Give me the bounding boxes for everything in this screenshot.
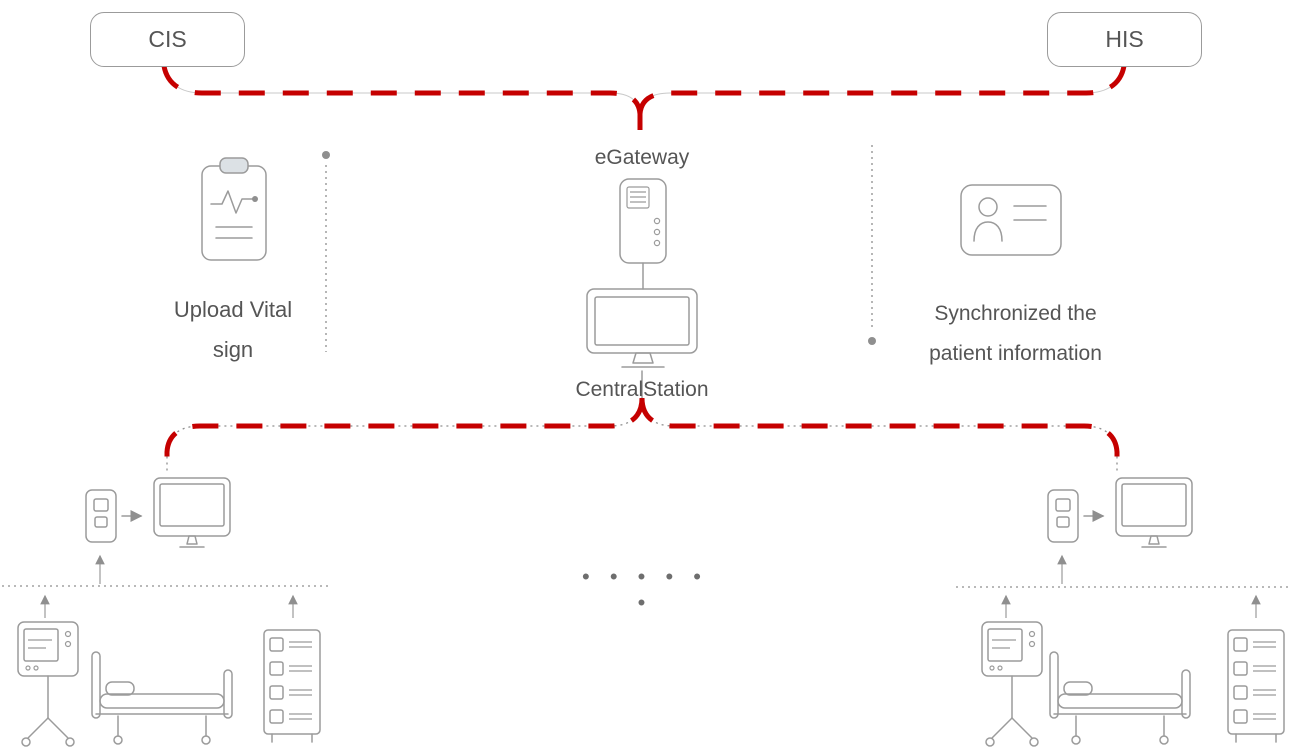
upload-vital-line1: Upload Vital <box>173 297 293 322</box>
infusion-pump-stack-icon <box>1227 629 1285 743</box>
cis-label: CIS <box>148 26 187 52</box>
bedside-monitor-icon <box>1115 477 1193 548</box>
sync-line2: patient information <box>929 342 1102 365</box>
bedside-monitor-icon <box>153 477 231 548</box>
telemetry-transmitter-icon <box>1047 489 1079 543</box>
top-connector <box>161 65 1127 132</box>
his-label: HIS <box>1105 26 1144 52</box>
ventilator-icon <box>17 621 79 747</box>
right-bed-cluster <box>956 477 1288 747</box>
egateway-label: eGateway <box>594 146 690 169</box>
upload-dotted-line <box>322 151 330 352</box>
central-station-label: CentralStation <box>575 378 709 401</box>
left-bed-cluster <box>2 477 332 747</box>
hospital-bed-icon <box>91 651 233 745</box>
sync-line1: Synchronized the <box>934 302 1097 325</box>
hospital-bed-icon <box>1049 651 1191 745</box>
red-dashed-connector-bottom <box>164 397 1120 474</box>
sync-patient-info-annotation: Synchronized the patient information <box>893 294 1138 374</box>
bottom-connector <box>164 370 1120 474</box>
infusion-pump-stack-icon <box>263 629 321 743</box>
upload-vital-sign-annotation: Upload Vital sign <box>138 290 328 370</box>
his-node: HIS <box>1047 12 1202 67</box>
cis-node: CIS <box>90 12 245 67</box>
more-beds-ellipsis: • • • • • • <box>582 564 708 615</box>
egateway-server-icon <box>619 178 667 290</box>
sync-dotted-line <box>868 145 876 345</box>
ventilator-icon <box>981 621 1043 747</box>
central-station-monitor-icon <box>586 288 698 368</box>
upload-vital-line2: sign <box>212 337 254 362</box>
red-dashed-connector-top <box>161 65 1127 132</box>
patient-id-card-icon <box>960 184 1062 256</box>
vital-signs-clipboard-icon <box>201 157 267 261</box>
telemetry-transmitter-icon <box>85 489 117 543</box>
